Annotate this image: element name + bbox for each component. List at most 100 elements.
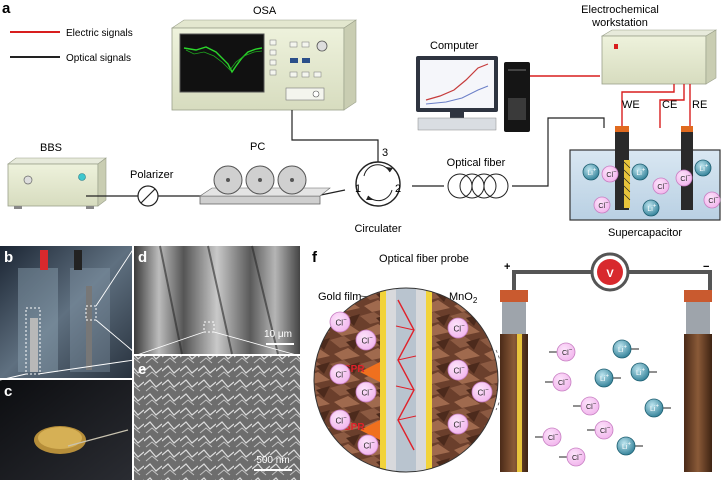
panel-d-scale: 10 μm [264,329,292,340]
panel-a-letter: a [2,0,11,17]
chloride-ion-icon: Cl− [535,427,562,447]
chloride-ion-label: Cl− [606,170,617,179]
chloride-ion-label: Cl− [572,453,583,463]
polarizer-icon [137,185,159,207]
chloride-ion-icon: Cl− [703,191,721,209]
ce-label: CE [662,99,677,111]
chloride-ion-icon: Cl− [573,396,600,416]
bbs-label: BBS [40,142,62,154]
lithium-ion-icon: Li+ [644,398,671,418]
circulator-label: Circulater [354,223,401,235]
circulator-port-3: 3 [382,147,388,159]
re-label: RE [692,99,707,111]
voltmeter-label: V [606,268,614,280]
lithium-ion-icon: Li+ [630,362,657,382]
circuit-wires [512,270,712,290]
optical-fiber-label: Optical fiber [447,157,506,169]
chloride-ion-label: Cl− [600,426,611,436]
lithium-ion-icon: Li+ [642,199,660,217]
panel-c-letter: c [4,383,12,400]
chloride-ion-label: Cl− [454,420,466,430]
electrode-right [684,290,712,472]
chloride-ion-icon: Cl− [471,381,493,403]
chloride-ion-icon: Cl− [329,409,351,431]
chloride-ion-label: Cl− [454,366,466,376]
chloride-ion-label: Cl− [680,174,691,183]
circulator-icon [355,161,401,207]
chloride-ion-icon: Cl− [447,317,469,339]
chloride-ion-icon: Cl− [545,372,572,392]
lithium-ion-label: Li+ [622,442,632,452]
chloride-ion-label: Cl− [708,196,719,205]
osa-trace [183,46,263,74]
chloride-ion-label: Cl− [548,433,559,443]
lithium-ion-icon: Li+ [594,368,621,388]
osa-knob-icon [316,40,328,52]
lithium-ion-label: Li+ [587,168,596,177]
panel-e-sem: 500 nm e [134,356,300,480]
chloride-ion-icon: Cl− [587,420,614,440]
electric-wires [530,75,691,128]
polarizer-label: Polarizer [130,169,174,181]
chloride-ion-icon: Cl− [447,413,469,435]
chloride-ion-label: Cl− [478,388,490,398]
circulator-port-1: 1 [355,183,361,195]
workstation-label-2: workstation [591,17,648,29]
circulator-port-2: 2 [395,183,401,195]
zoom-lines [0,247,135,381]
chloride-ion-label: Cl− [336,370,348,380]
legend-electric-label: Electric signals [66,28,133,39]
osa-label: OSA [253,5,277,17]
electrode-left [500,290,528,472]
pc-label: PC [250,141,265,153]
panel-f-letter: f [312,249,318,266]
lithium-ion-icon: Li+ [582,163,600,181]
chloride-ion-icon: Cl− [329,311,351,333]
chloride-ion-icon: Cl− [549,342,576,362]
chloride-ion-label: Cl− [657,182,668,191]
chloride-ion-label: Cl− [362,388,374,398]
magnifier-outline [313,287,499,473]
lithium-ion-icon: Li+ [616,436,643,456]
spr-label-2: SPR [344,422,365,433]
panel-d-letter: d [138,249,147,266]
chloride-ion-icon: Cl− [652,177,670,195]
lithium-ion-icon: Li+ [612,339,639,359]
polarization-controller [199,165,331,205]
chloride-ion-label: Cl− [562,348,573,358]
panel-e-scale: 500 nm [256,455,289,466]
chloride-ion-icon: Cl− [357,434,379,456]
panel-f-ions: Cl−Cl−Cl−Cl−Cl−Cl−Cl−Cl−Cl−Cl−Cl−Li+Cl−L… [329,311,671,467]
gold-film-label: Gold film [318,291,361,303]
chloride-ion-icon: Cl− [447,359,469,381]
panel-a: a Electric signals Optical signals OSA [2,0,721,239]
osa-instrument [171,19,357,111]
mno2-label: MnO2 [449,291,478,305]
probe-label: Optical fiber probe [379,253,469,265]
workstation-label-1: Electrochemical [581,4,659,16]
chloride-ion-label: Cl− [364,441,376,451]
chloride-ion-label: Cl− [336,318,348,328]
panel-b-letter: b [4,249,13,266]
lithium-ion-label: Li+ [618,345,628,355]
lithium-ion-label: Li+ [647,204,656,213]
fiber-coil-icon [447,173,509,199]
lithium-ion-label: Li+ [699,164,708,173]
computer-label: Computer [430,40,479,52]
lithium-ion-label: Li+ [636,368,646,378]
lithium-ion-label: Li+ [650,404,660,414]
computer-icon [416,56,530,132]
chloride-ion-label: Cl− [598,201,609,210]
chloride-ion-label: Cl− [558,378,569,388]
panel-d-sem: 10 μm d [134,245,300,355]
chloride-ion-icon: Cl− [329,363,351,385]
we-label: WE [622,99,640,111]
panel-c-photo: c [0,380,132,480]
lithium-ion-icon: Li+ [631,163,649,181]
chloride-ion-label: Cl− [336,416,348,426]
chloride-ion-label: Cl− [454,324,466,334]
lithium-ion-label: Li+ [600,374,610,384]
chloride-ion-icon: Cl− [355,329,377,351]
